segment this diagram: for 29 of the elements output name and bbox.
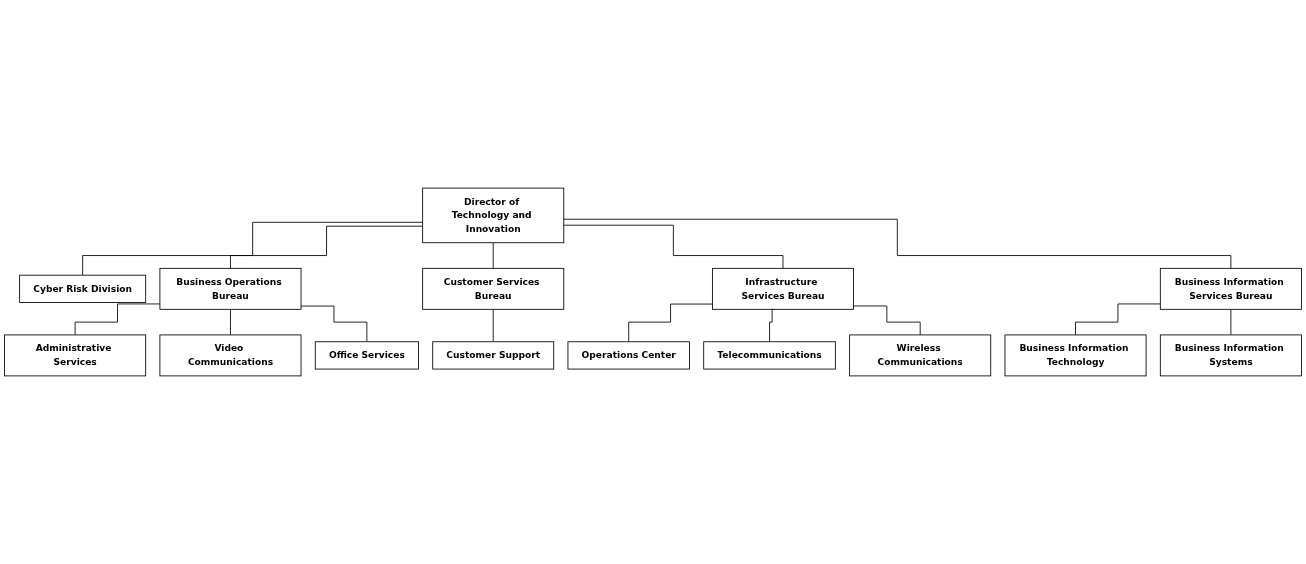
connector [628, 303, 713, 343]
connector [74, 303, 161, 336]
connector [1075, 303, 1161, 336]
connector [853, 305, 921, 336]
connector [230, 225, 424, 269]
node-box: Office Services [314, 341, 419, 370]
node-box: Telecommunications [703, 341, 836, 370]
connector [769, 308, 776, 343]
connector [492, 242, 494, 269]
connector [563, 224, 784, 269]
node-box: Director of Technology and Innovation [422, 187, 565, 244]
connector [563, 218, 1232, 269]
node-box: Customer Support [432, 341, 555, 370]
node-box: Customer Services Bureau [422, 267, 565, 310]
node-box: Operations Center [567, 341, 690, 370]
node-box: Business Information Technology [1004, 334, 1147, 377]
node-box: Infrastructure Services Bureau [712, 267, 854, 310]
node-box: Administrative Services [4, 334, 147, 377]
node-box: Business Information Services Bureau [1159, 267, 1302, 310]
connector [1230, 308, 1232, 336]
connector [230, 308, 231, 336]
node-box: Business Information Systems [1159, 334, 1302, 377]
connector [300, 305, 368, 343]
node-box: Cyber Risk Division [19, 274, 147, 303]
connector [82, 221, 424, 276]
connector [492, 308, 494, 343]
node-box: Business Operations Bureau [159, 267, 302, 310]
node-box: Wireless Communications [849, 334, 992, 377]
node-box: Video Communications [159, 334, 302, 377]
